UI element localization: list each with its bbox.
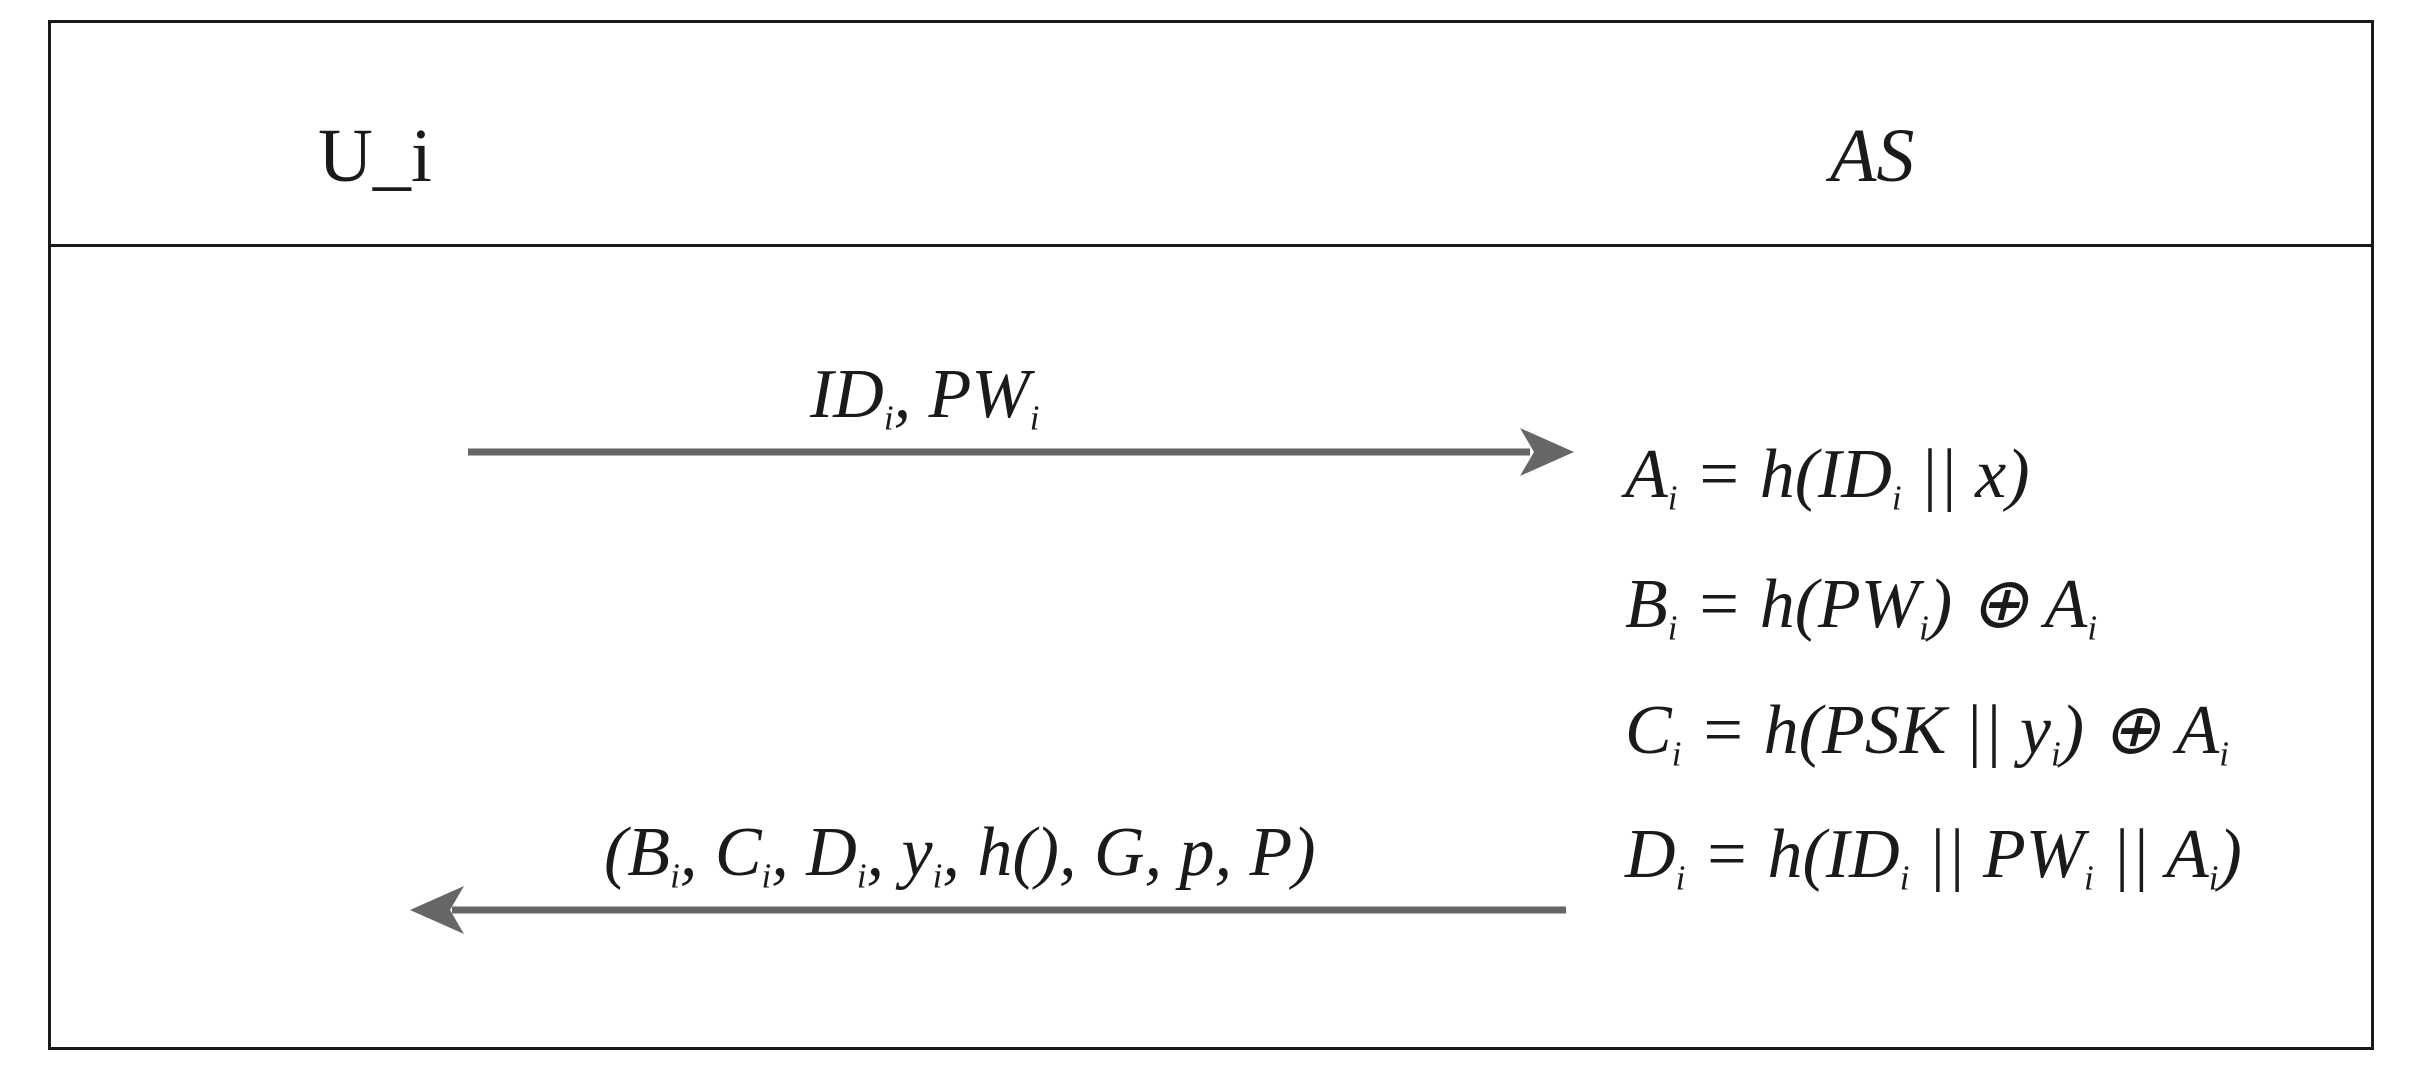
header-divider (48, 244, 2374, 247)
request-arrow (468, 428, 1574, 476)
party-user-label: U_i (318, 114, 432, 198)
response-arrow (410, 886, 1566, 934)
equation-b: Bi = h(PWi) ⊕ Ai (1625, 566, 2098, 648)
request-arrow-head (1520, 428, 1574, 476)
response-arrow-head (410, 886, 464, 934)
equation-a: Ai = h(IDi || x) (1625, 436, 2030, 518)
diagram-frame (48, 20, 2374, 1050)
equation-d: Di = h(IDi || PWi || Ai) (1625, 816, 2242, 898)
party-server-label: AS (1830, 114, 1915, 198)
response-message-label: (Bi, Ci, Di, yi, h(), G, p, P) (604, 814, 1316, 896)
equation-c: Ci = h(PSK || yi) ⊕ Ai (1625, 692, 2229, 774)
request-message-label: IDi, PWi (810, 356, 1040, 438)
